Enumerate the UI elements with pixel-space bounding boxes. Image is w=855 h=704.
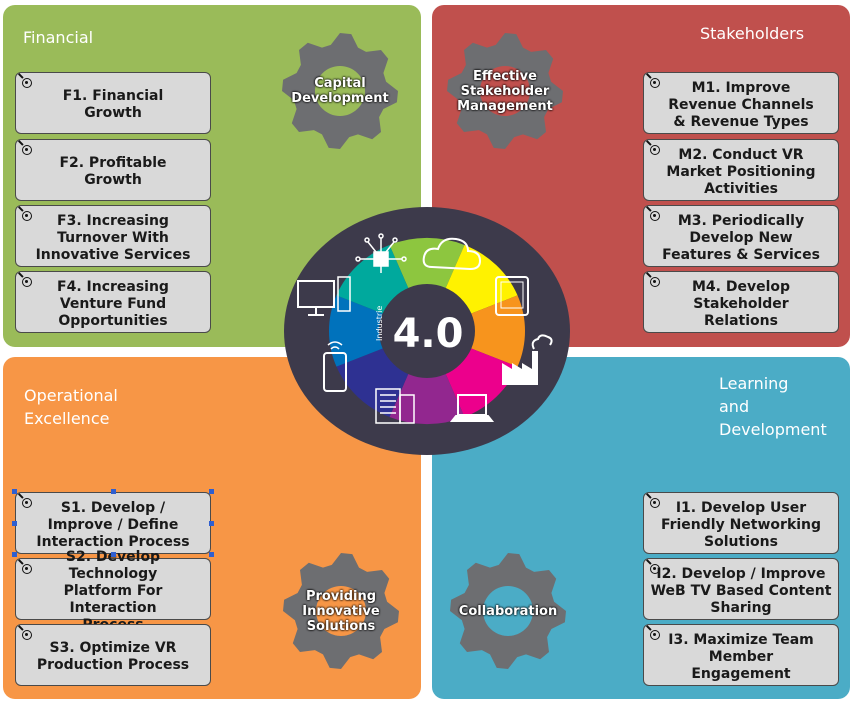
ring-segment [336,348,409,418]
hub-small-label: Industrie [375,306,384,341]
pin-icon [22,78,32,88]
objective-card-f4[interactable]: F4. Increasing Venture Fund Opportunitie… [15,271,211,333]
pin-icon [650,498,660,508]
gear-label: Providing Innovative Solutions [302,588,380,634]
pin-icon [650,277,660,287]
color-ring [329,237,525,425]
gear-collaboration: Collaboration [448,551,568,671]
objective-label: S3. Optimize VR Production Process [36,640,190,673]
objective-label: F1. Financial Growth [62,88,164,121]
gear-label: Capital Development [291,76,389,106]
objective-card-s3[interactable]: S3. Optimize VR Production Process [15,624,211,686]
gear-shape [447,33,563,149]
gear-shape [282,33,398,149]
pin-icon [22,564,32,574]
smartphone-icon [323,341,347,392]
operational-title: Operational Excellence [24,386,118,428]
ring-segment [336,244,409,314]
objective-card-f1[interactable]: F1. Financial Growth [15,72,211,134]
gear-icon [282,33,398,149]
learning-title: Learning and Development [719,374,827,439]
pin-icon [650,211,660,221]
pin-icon [22,277,32,287]
hub-big-label: 4.0 [393,311,464,357]
tablet-icon [495,276,529,316]
objective-label: I2. Develop / Improve WeB TV Based Conte… [650,565,832,616]
server-icon [375,388,415,424]
objective-label: S2. Develop Technology Platform For Inte… [63,548,163,633]
objective-label: S1. Develop / Improve / Define Interacti… [36,499,190,550]
pin-icon [650,564,660,574]
desktop-icon [297,276,351,316]
selection-handle[interactable] [12,552,17,557]
stakeholders-title: Stakeholders [700,24,805,43]
pin-icon [22,498,32,508]
gear-shape [450,553,566,669]
objective-label: I3. Maximize Team Member Engagement [668,631,814,682]
cloud-icon [422,237,482,271]
objective-label: F2. Profitable Growth [59,155,167,188]
objective-card-i3[interactable]: I3. Maximize Team Member Engagement [643,624,839,686]
ring-segment [389,373,465,425]
objective-card-i1[interactable]: I1. Develop User Friendly Networking Sol… [643,492,839,554]
ring-segment [471,295,525,367]
objective-label: F3. Increasing Turnover With Innovative … [35,212,191,263]
ring-segment [329,295,383,367]
financial-title: Financial [23,28,94,47]
pin-icon [650,630,660,640]
objective-label: M2. Conduct VR Market Positioning Activi… [666,146,816,197]
objective-label: F4. Increasing Venture Fund Opportunitie… [57,278,169,329]
objective-label: M3. Periodically Develop New Features & … [662,212,820,263]
selection-handle[interactable] [12,521,17,526]
selection-handle[interactable] [209,489,214,494]
gear-stakeholder-management: Effective Stakeholder Management [445,31,565,151]
selection-handle[interactable] [209,552,214,557]
gear-label: Effective Stakeholder Management [457,68,553,114]
ring-segment [445,244,518,314]
gear-capital-development: Capital Development [280,31,400,151]
hub-core [380,284,474,378]
gear-shape [283,553,399,669]
selection-handle[interactable] [12,489,17,494]
ring-segment [389,237,465,289]
selection-handle[interactable] [209,521,214,526]
selection-handle[interactable] [111,489,116,494]
pin-icon [650,78,660,88]
objective-card-s1[interactable]: S1. Develop / Improve / Define Interacti… [15,492,211,554]
factory-icon [502,334,553,385]
gear-icon [450,553,566,669]
pin-icon [22,211,32,221]
objective-label: M4. Develop Stakeholder Relations [691,278,791,329]
pin-icon [22,630,32,640]
objective-label: I1. Develop User Friendly Networking Sol… [660,499,822,550]
objective-card-s2[interactable]: S2. Develop Technology Platform For Inte… [15,549,211,633]
objective-card-i2[interactable]: I2. Develop / Improve WeB TV Based Conte… [643,558,839,620]
gear-icon [447,33,563,149]
ring-segment [445,348,518,418]
selection-handle[interactable] [111,552,116,557]
pin-icon [650,145,660,155]
chip-icon [355,233,407,273]
gear-innovative-solutions: Providing Innovative Solutions [281,551,401,671]
objective-card-m2[interactable]: M2. Conduct VR Market Positioning Activi… [643,139,839,201]
objective-card-m1[interactable]: M1. Improve Revenue Channels & Revenue T… [643,72,839,134]
pin-icon [22,145,32,155]
objective-card-m4[interactable]: M4. Develop Stakeholder Relations [643,271,839,333]
industry-4-hub: 4.0 Industrie [284,207,570,455]
objective-card-f2[interactable]: F2. Profitable Growth [15,139,211,201]
laptop-icon [449,394,495,422]
objective-card-f3[interactable]: F3. Increasing Turnover With Innovative … [15,205,211,267]
gear-icon [283,553,399,669]
objective-card-m3[interactable]: M3. Periodically Develop New Features & … [643,205,839,267]
gear-label: Collaboration [458,603,558,619]
objective-label: M1. Improve Revenue Channels & Revenue T… [668,79,814,130]
